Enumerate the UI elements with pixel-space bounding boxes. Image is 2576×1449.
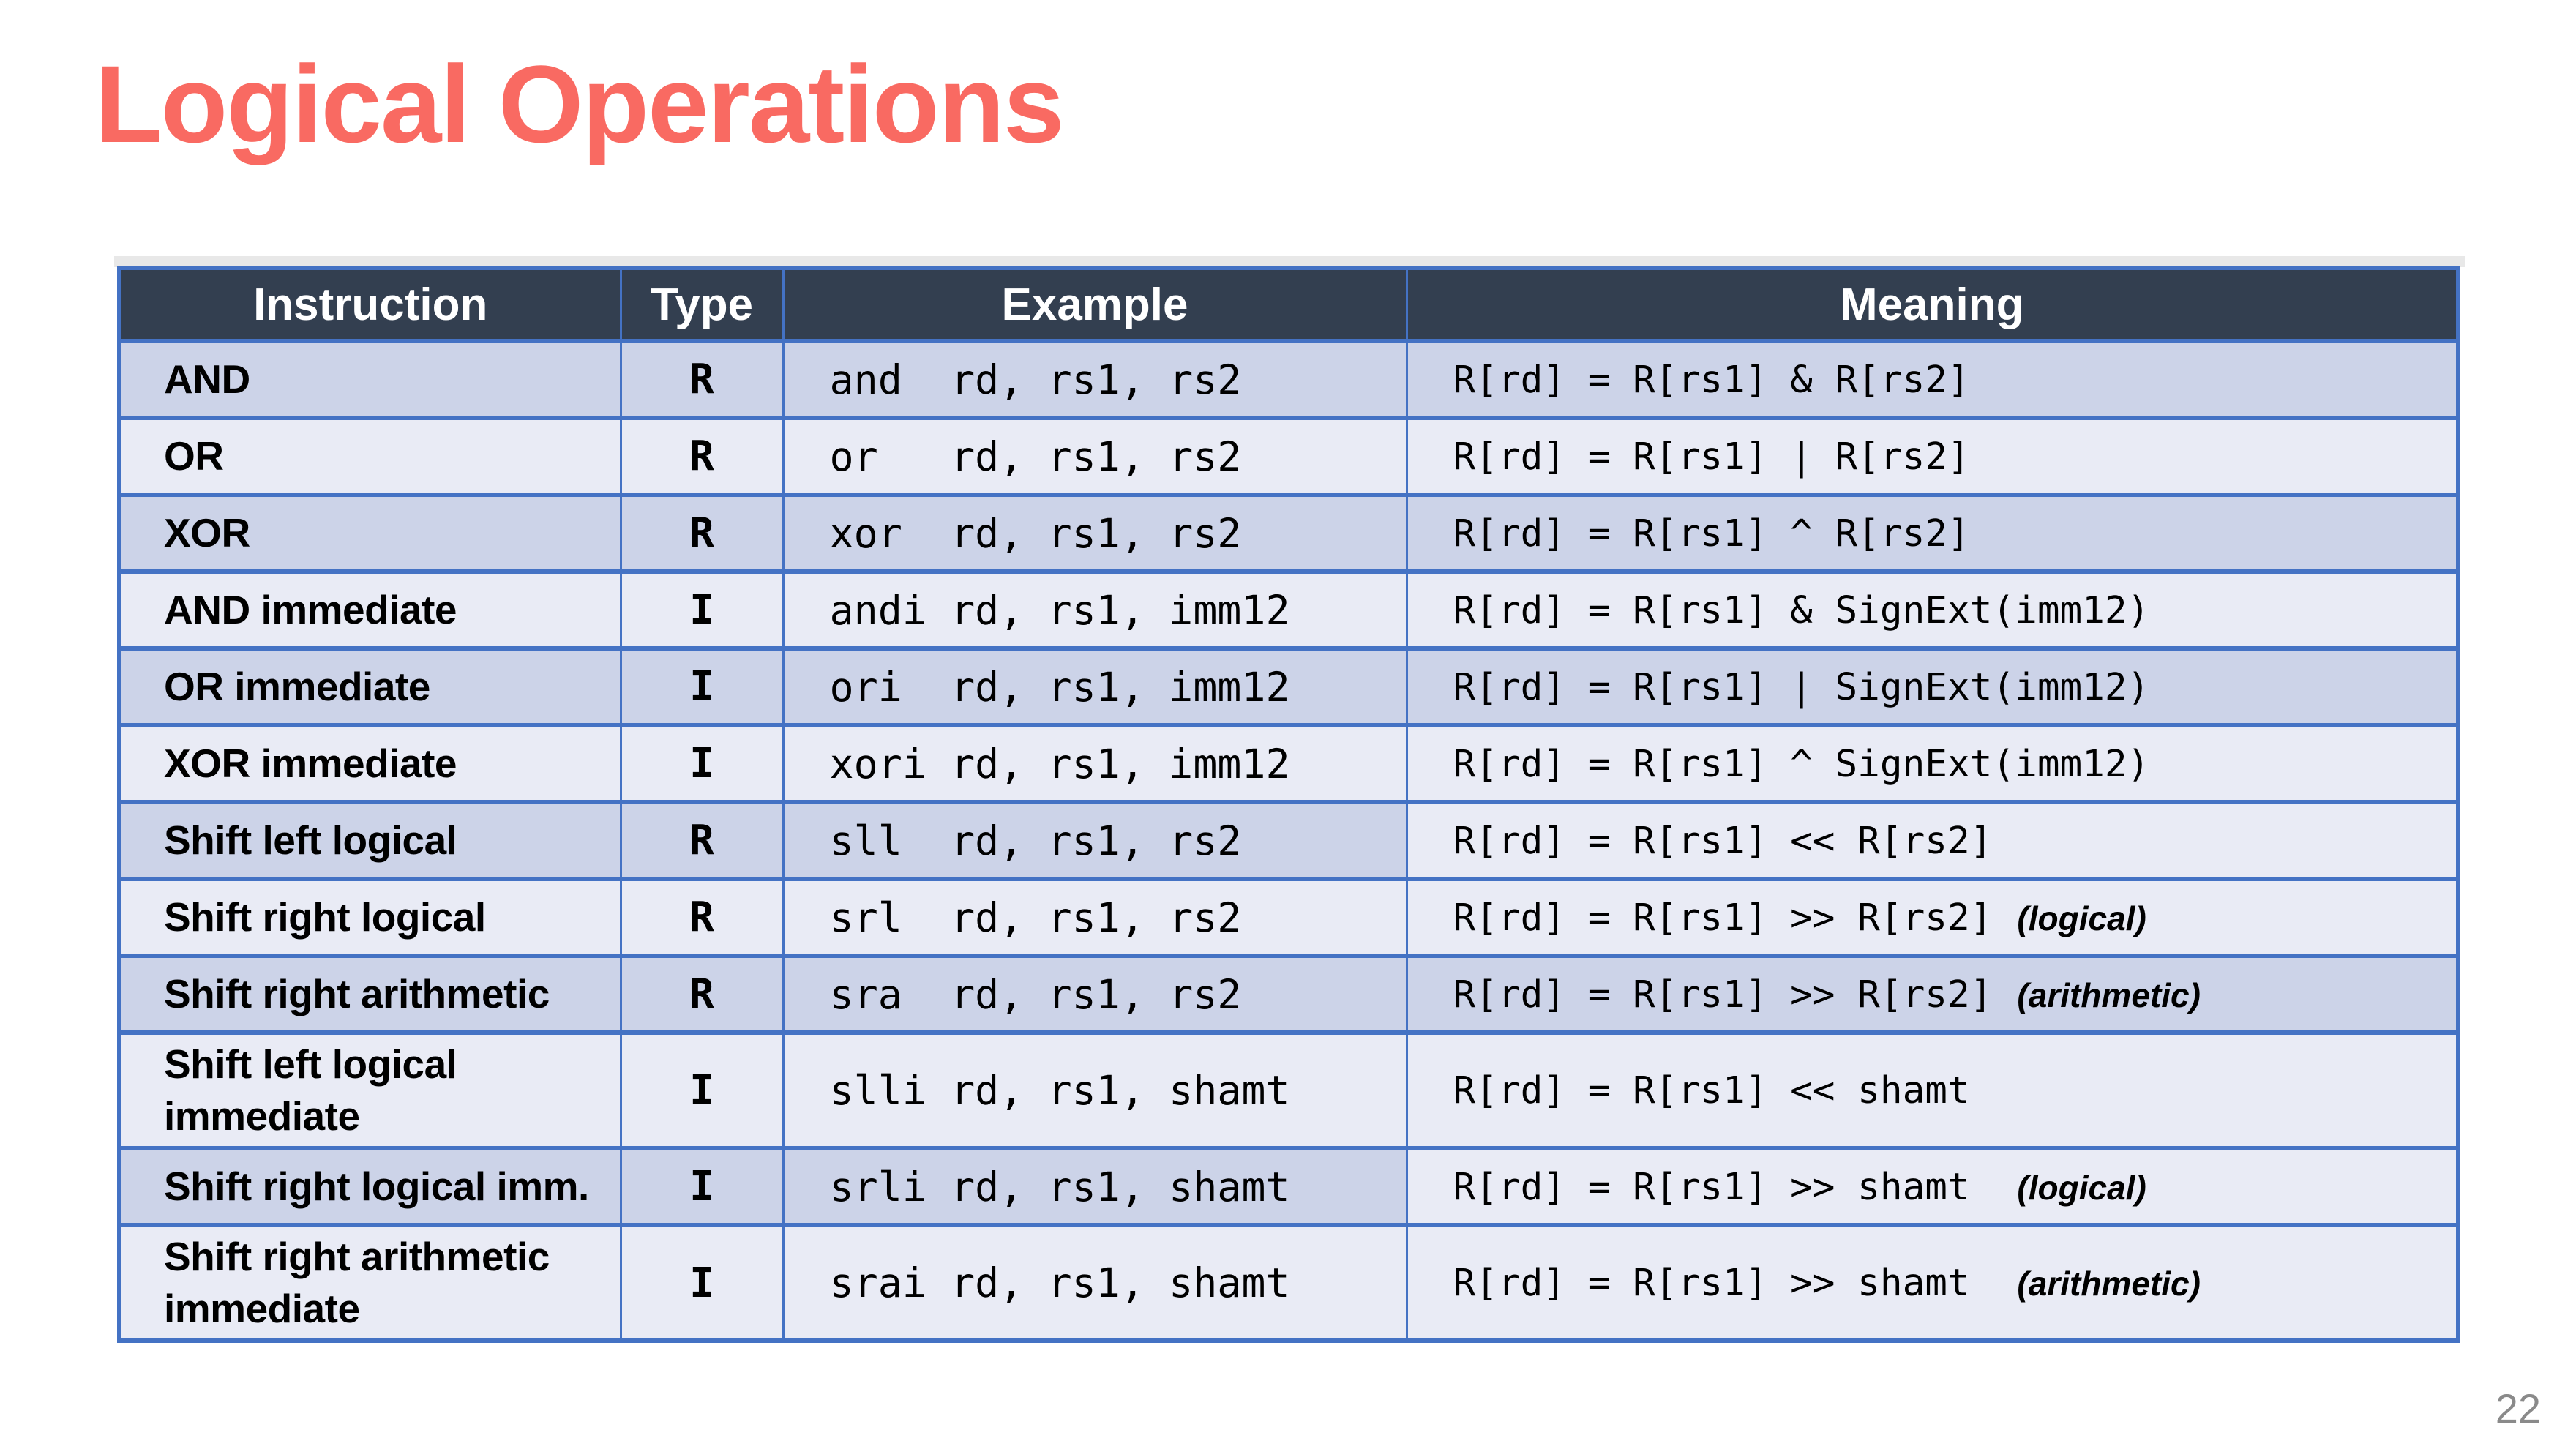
table-shadow-strip (114, 256, 2465, 267)
meaning-expression: R[rd] = R[rs1] << R[rs2] (1453, 819, 1993, 863)
instruction-cell: Shift right logical imm. (118, 1146, 622, 1227)
meaning-expression: R[rd] = R[rs1] & R[rs2] (1453, 358, 1970, 402)
type-cell: R (619, 493, 785, 574)
instruction-cell: Shift right logical (118, 877, 622, 958)
meaning-cell: R[rd] = R[rs1] >> shamt (logical) (1405, 1146, 2460, 1227)
type-cell: I (619, 646, 785, 727)
example-cell: sll rd, rs1, rs2 (782, 800, 1408, 881)
instruction-cell: XOR (118, 493, 622, 574)
meaning-expression: R[rd] = R[rs1] >> R[rs2] (1453, 896, 1993, 940)
meaning-expression: R[rd] = R[rs1] >> shamt (1453, 1262, 1993, 1305)
meaning-note: (logical) (2017, 1168, 2146, 1207)
meaning-cell: R[rd] = R[rs1] & SignExt(imm12) (1405, 569, 2460, 651)
header-instruction: Instruction (118, 266, 622, 343)
type-cell: I (619, 569, 785, 651)
header-meaning: Meaning (1405, 266, 2460, 343)
instruction-cell: Shift right arithmetic (118, 954, 622, 1035)
example-cell: ori rd, rs1, imm12 (782, 646, 1408, 727)
meaning-cell: R[rd] = R[rs1] << shamt (1405, 1030, 2460, 1150)
example-cell: slli rd, rs1, shamt (782, 1030, 1408, 1150)
meaning-note: (logical) (2017, 899, 2146, 937)
meaning-cell: R[rd] = R[rs1] ^ SignExt(imm12) (1405, 723, 2460, 804)
page-number: 22 (2495, 1385, 2541, 1431)
header-type: Type (619, 266, 785, 343)
meaning-expression: R[rd] = R[rs1] | R[rs2] (1453, 435, 1970, 479)
type-cell: R (619, 800, 785, 881)
type-cell: I (619, 1030, 785, 1150)
meaning-cell: R[rd] = R[rs1] >> R[rs2] (arithmetic) (1405, 954, 2460, 1035)
meaning-cell: R[rd] = R[rs1] >> R[rs2] (logical) (1405, 877, 2460, 958)
type-cell: R (619, 877, 785, 958)
instruction-cell: OR (118, 416, 622, 497)
table-header-row: Instruction Type Example Meaning (118, 266, 2460, 343)
instruction-cell: OR immediate (118, 646, 622, 727)
instruction-cell: AND (118, 339, 622, 420)
type-cell: R (619, 954, 785, 1035)
meaning-cell: R[rd] = R[rs1] << R[rs2] (1405, 800, 2460, 881)
meaning-cell: R[rd] = R[rs1] | R[rs2] (1405, 416, 2460, 497)
meaning-cell: R[rd] = R[rs1] >> shamt (arithmetic) (1405, 1223, 2460, 1343)
type-cell: R (619, 416, 785, 497)
meaning-note: (arithmetic) (2017, 1265, 2201, 1303)
instruction-cell: AND immediate (118, 569, 622, 651)
instruction-cell: Shift left logical immediate (118, 1030, 622, 1150)
meaning-expression: R[rd] = R[rs1] >> shamt (1453, 1165, 1993, 1209)
example-cell: srl rd, rs1, rs2 (782, 877, 1408, 958)
meaning-expression: R[rd] = R[rs1] ^ R[rs2] (1453, 512, 1970, 555)
meaning-expression: R[rd] = R[rs1] ^ SignExt(imm12) (1453, 742, 2150, 786)
meaning-expression: R[rd] = R[rs1] << shamt (1453, 1069, 1970, 1112)
example-cell: and rd, rs1, rs2 (782, 339, 1408, 420)
type-cell: I (619, 1223, 785, 1343)
meaning-cell: R[rd] = R[rs1] & R[rs2] (1405, 339, 2460, 420)
example-cell: andi rd, rs1, imm12 (782, 569, 1408, 651)
meaning-cell: R[rd] = R[rs1] ^ R[rs2] (1405, 493, 2460, 574)
meaning-expression: R[rd] = R[rs1] >> R[rs2] (1453, 973, 1993, 1016)
example-cell: srli rd, rs1, shamt (782, 1146, 1408, 1227)
example-cell: xori rd, rs1, imm12 (782, 723, 1408, 804)
example-cell: xor rd, rs1, rs2 (782, 493, 1408, 574)
instruction-cell: Shift right arithmetic immediate (118, 1223, 622, 1343)
instruction-cell: Shift left logical (118, 800, 622, 881)
meaning-note: (arithmetic) (2017, 976, 2201, 1014)
example-cell: sra rd, rs1, rs2 (782, 954, 1408, 1035)
header-example: Example (782, 266, 1408, 343)
example-cell: srai rd, rs1, shamt (782, 1223, 1408, 1343)
type-cell: R (619, 339, 785, 420)
example-cell: or rd, rs1, rs2 (782, 416, 1408, 497)
meaning-cell: R[rd] = R[rs1] | SignExt(imm12) (1405, 646, 2460, 727)
meaning-expression: R[rd] = R[rs1] | SignExt(imm12) (1453, 665, 2150, 709)
meaning-expression: R[rd] = R[rs1] & SignExt(imm12) (1453, 588, 2150, 632)
slide-title: Logical Operations (95, 42, 1065, 165)
type-cell: I (619, 723, 785, 804)
type-cell: I (619, 1146, 785, 1227)
instruction-cell: XOR immediate (118, 723, 622, 804)
